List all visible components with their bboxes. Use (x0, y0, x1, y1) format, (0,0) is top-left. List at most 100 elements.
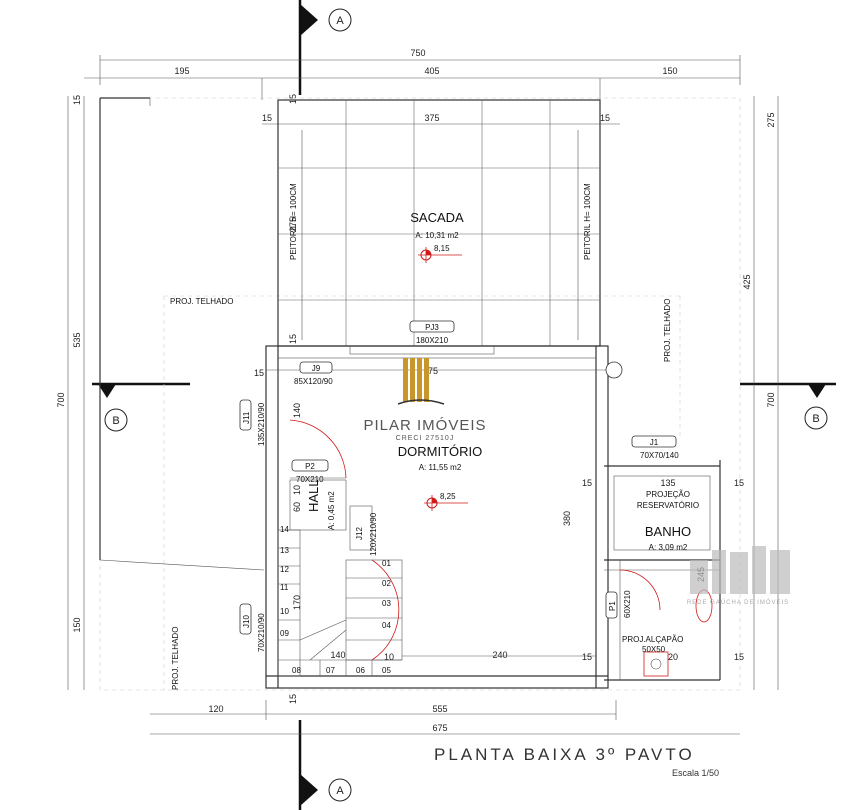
svg-text:PROJ. TELHADO: PROJ. TELHADO (170, 297, 233, 306)
svg-text:8,15: 8,15 (434, 244, 450, 253)
svg-text:02: 02 (382, 579, 391, 588)
window-j11: J11 135X210/90 140 (239, 399, 302, 446)
svg-text:P1: P1 (608, 601, 617, 611)
window-pj3: PJ3 180X210 (349, 320, 495, 355)
svg-text:PROJ. TELHADO: PROJ. TELHADO (171, 627, 180, 690)
svg-text:PEITORIL H= 100CM: PEITORIL H= 100CM (289, 183, 298, 260)
svg-text:240: 240 (492, 650, 507, 660)
svg-text:170: 170 (292, 595, 302, 610)
svg-text:15: 15 (288, 94, 298, 104)
svg-text:Escala 1/50: Escala 1/50 (672, 768, 719, 778)
room-dormitorio: DORMITÓRIO A: 11,55 m2 8,25 380 (398, 444, 572, 526)
svg-text:195: 195 (174, 66, 189, 76)
svg-text:15: 15 (254, 368, 264, 378)
svg-text:A: A (336, 15, 344, 27)
svg-text:275: 275 (766, 112, 776, 127)
svg-text:BANHO: BANHO (645, 524, 691, 539)
svg-text:12: 12 (280, 565, 289, 574)
svg-text:120X210/90: 120X210/90 (369, 512, 378, 556)
svg-text:11: 11 (280, 583, 289, 592)
svg-text:75: 75 (428, 366, 438, 376)
svg-text:135X210/90: 135X210/90 (257, 402, 266, 446)
roof-projection: PROJ. TELHADO PROJ. TELHADO PROJ. TELHAD… (99, 97, 741, 691)
svg-text:CRECI 27510J: CRECI 27510J (396, 435, 455, 442)
svg-text:J9: J9 (312, 364, 321, 373)
section-mark-a-top: A (298, 0, 352, 95)
svg-text:15: 15 (734, 478, 744, 488)
svg-text:535: 535 (72, 332, 82, 347)
level-marker-dormitorio: 8,25 (424, 492, 468, 511)
svg-text:B: B (812, 413, 819, 425)
window-j9: J9 85X120/90 15 75 (254, 361, 623, 386)
svg-text:14: 14 (280, 525, 289, 534)
svg-text:150: 150 (72, 617, 82, 632)
svg-text:275: 275 (288, 217, 298, 232)
svg-text:08: 08 (292, 666, 301, 675)
svg-text:A: 3,09 m2: A: 3,09 m2 (649, 543, 688, 552)
svg-text:06: 06 (356, 666, 365, 675)
svg-text:15: 15 (262, 113, 272, 123)
svg-text:PILAR IMÓVEIS: PILAR IMÓVEIS (363, 417, 486, 434)
svg-text:60: 60 (292, 502, 302, 512)
section-mark-b-right: B (740, 382, 836, 430)
svg-text:RESERVATÓRIO: RESERVATÓRIO (637, 501, 699, 510)
sacada-area: PEITORIL H= 100CM PEITORIL H= 100CM 275 … (277, 99, 601, 347)
svg-text:20: 20 (668, 652, 678, 662)
level-marker-sacada: 8,15 (418, 244, 462, 263)
svg-text:10: 10 (280, 607, 289, 616)
svg-text:01: 01 (382, 559, 391, 568)
left-dimensions: 700 535 150 15 (56, 95, 85, 690)
svg-text:700: 700 (56, 392, 66, 407)
pilar-imoveis-logo: PILAR IMÓVEIS CRECI 27510J (363, 358, 486, 442)
svg-text:B: B (112, 415, 119, 427)
svg-text:P2: P2 (305, 462, 315, 471)
svg-text:J11: J11 (242, 411, 251, 424)
svg-text:PROJ. TELHADO: PROJ. TELHADO (663, 299, 672, 362)
svg-text:DORMITÓRIO: DORMITÓRIO (398, 444, 483, 459)
svg-text:10: 10 (384, 652, 394, 662)
main-walls (265, 345, 721, 689)
svg-text:A: 0,45 m2: A: 0,45 m2 (327, 491, 336, 530)
svg-text:675: 675 (432, 723, 447, 733)
svg-text:09: 09 (280, 629, 289, 638)
rede-gaucha-watermark: REDE GAÚCHA DE IMÓVEIS (687, 546, 790, 606)
svg-text:07: 07 (326, 666, 335, 675)
top-dimensions: 750 195 405 150 15 375 15 15 (84, 48, 741, 125)
svg-text:8,25: 8,25 (440, 492, 456, 501)
svg-text:15: 15 (600, 113, 610, 123)
svg-text:135: 135 (660, 478, 675, 488)
svg-text:140: 140 (292, 403, 302, 418)
hall-stair: HALL A: 0,45 m2 10 60 J12 120X210/90 01 … (277, 479, 596, 677)
svg-text:85X120/90: 85X120/90 (294, 377, 333, 386)
svg-text:PJ3: PJ3 (425, 323, 439, 332)
window-j10: J10 70X210/90 (239, 603, 266, 652)
svg-text:750: 750 (410, 48, 425, 58)
section-mark-b-left: B (92, 382, 190, 432)
door-p2: P2 70X210 (289, 419, 347, 484)
svg-text:05: 05 (382, 666, 391, 675)
room-banho: J1 70X70/140 135 15 15 PROJEÇÃO RESERVAT… (582, 435, 744, 677)
svg-text:555: 555 (432, 704, 447, 714)
svg-text:A: 11,55 m2: A: 11,55 m2 (419, 463, 462, 472)
svg-text:50X50: 50X50 (642, 645, 666, 654)
svg-text:A: 10,31 m2: A: 10,31 m2 (415, 231, 459, 240)
svg-text:425: 425 (742, 274, 752, 289)
svg-text:120: 120 (208, 704, 223, 714)
svg-text:PROJ.ALÇAPÃO: PROJ.ALÇAPÃO (622, 635, 683, 644)
svg-text:70X210/90: 70X210/90 (257, 613, 266, 652)
svg-text:70X70/140: 70X70/140 (640, 451, 679, 460)
svg-text:15: 15 (582, 478, 592, 488)
svg-text:A: A (336, 785, 344, 797)
svg-text:04: 04 (382, 621, 391, 630)
svg-text:60X210: 60X210 (623, 590, 632, 618)
drawing-title: PLANTA BAIXA 3º PAVTO Escala 1/50 (434, 745, 719, 778)
svg-text:15: 15 (288, 334, 298, 344)
svg-text:HALL: HALL (306, 479, 321, 512)
svg-text:700: 700 (766, 392, 776, 407)
svg-text:13: 13 (280, 546, 289, 555)
svg-text:REDE GAÚCHA DE IMÓVEIS: REDE GAÚCHA DE IMÓVEIS (687, 599, 789, 606)
svg-text:J1: J1 (650, 438, 659, 447)
svg-text:J10: J10 (242, 615, 251, 628)
svg-text:SACADA: SACADA (410, 210, 464, 225)
